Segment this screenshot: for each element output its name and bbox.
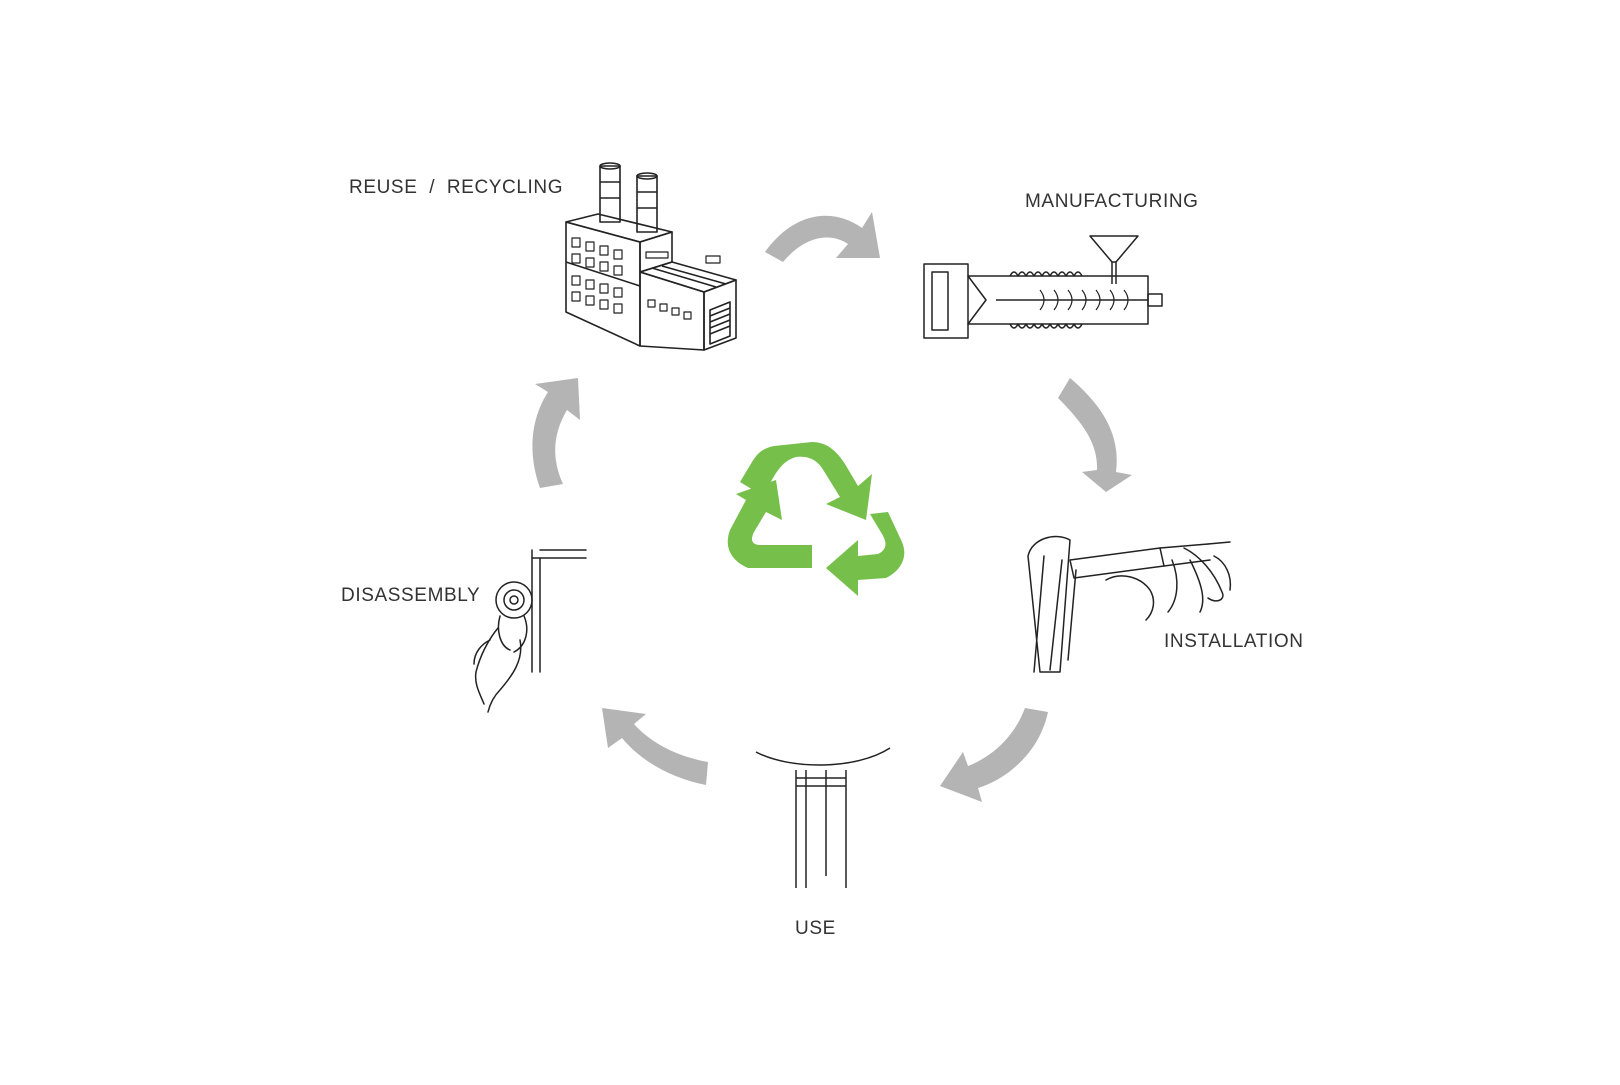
stage-label-disassembly: DISASSEMBLY (341, 585, 481, 606)
arrow-use-to-disassembly (602, 708, 708, 785)
extruder-machine-icon (923, 235, 1163, 339)
arrow-disassembly-to-reuse (532, 378, 580, 488)
cycle-arrows (532, 212, 1132, 802)
angle-grinder-icon (473, 549, 587, 713)
factory-icon (565, 162, 737, 351)
arrow-manufacturing-to-installation (1058, 378, 1132, 492)
arrow-installation-to-use (940, 708, 1048, 802)
arrow-reuse-to-manufacturing (765, 212, 880, 262)
stage-label-manufacturing: MANUFACTURING (1025, 191, 1199, 212)
stage-label-reuse-recycling: REUSE / RECYCLING (349, 177, 564, 198)
caulking-gun-icon (1027, 535, 1232, 673)
stage-label-use: USE (795, 918, 836, 939)
recycle-icon (727, 442, 905, 596)
stage-label-installation: INSTALLATION (1164, 631, 1304, 652)
column-profile-icon (755, 747, 891, 888)
